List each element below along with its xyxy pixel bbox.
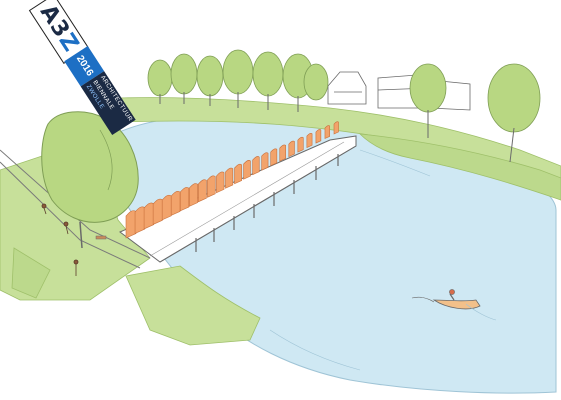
pier-panel bbox=[143, 202, 154, 230]
buildings bbox=[327, 71, 471, 111]
near-bank-grass bbox=[125, 265, 261, 346]
tree-row bbox=[147, 49, 541, 133]
pier-panel bbox=[333, 121, 339, 135]
pier-panels bbox=[125, 121, 339, 239]
rowing-boat bbox=[411, 289, 497, 321]
lawn-patch-left bbox=[11, 247, 51, 299]
pier-panel bbox=[288, 140, 295, 158]
pier-panel bbox=[216, 171, 225, 194]
footpath bbox=[0, 149, 151, 259]
pier-panel bbox=[324, 125, 330, 139]
pier-panel bbox=[243, 160, 251, 180]
pier-panel bbox=[270, 148, 278, 167]
pier-panel bbox=[306, 132, 313, 149]
pier-panel bbox=[261, 152, 269, 171]
pier-panel bbox=[297, 136, 304, 153]
water-lines bbox=[269, 149, 431, 371]
pier-panel bbox=[225, 167, 234, 189]
pier-panel bbox=[252, 156, 260, 176]
pier-panel bbox=[125, 210, 137, 239]
pier-panel bbox=[189, 183, 198, 207]
pier-panel bbox=[207, 175, 216, 198]
pier-panel bbox=[134, 206, 146, 234]
pier-panel bbox=[279, 144, 286, 162]
foreground-tree bbox=[41, 111, 139, 249]
pier-panel bbox=[234, 163, 242, 185]
tree-trunks bbox=[159, 92, 515, 163]
footpath-edge bbox=[0, 161, 141, 269]
pier-panel bbox=[198, 179, 207, 203]
pier-panel bbox=[161, 194, 172, 221]
right-bank-grass bbox=[358, 133, 561, 201]
pier bbox=[119, 135, 357, 263]
pier-panel bbox=[152, 198, 163, 225]
bench bbox=[95, 235, 107, 240]
pier-panel bbox=[179, 187, 190, 212]
pier-panel bbox=[315, 129, 322, 144]
pier-panel bbox=[170, 191, 181, 216]
people bbox=[41, 203, 79, 276]
